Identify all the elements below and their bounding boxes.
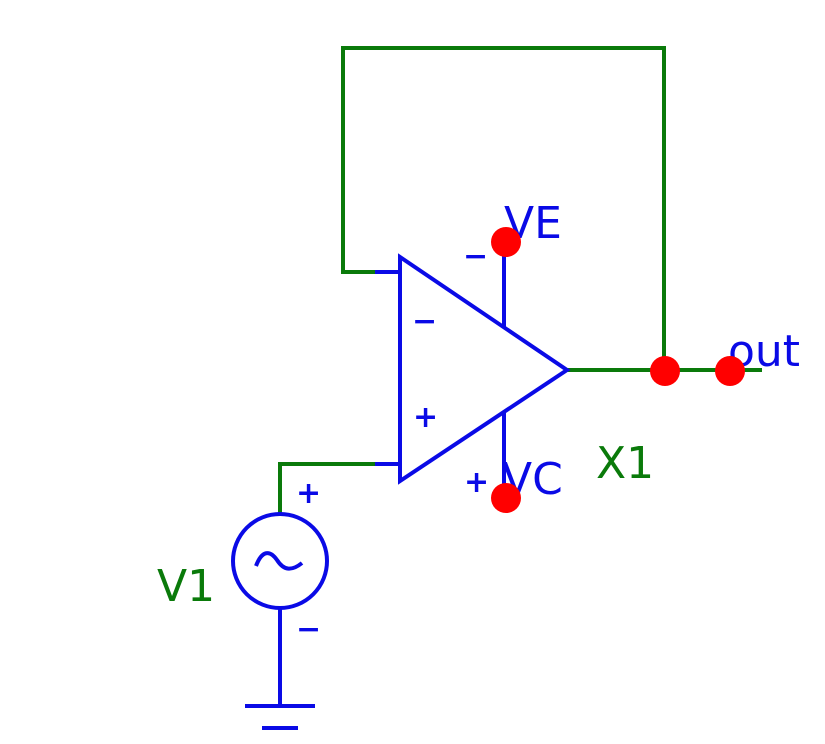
voltage-source-v1[interactable] (231, 512, 329, 706)
sine-wave-icon (254, 551, 304, 571)
wires (278, 46, 762, 513)
feedback-wire (341, 46, 666, 370)
node-ve[interactable] (491, 227, 521, 257)
source-positive-sign: + (296, 476, 321, 511)
opamp-inverting-sign: − (412, 304, 437, 339)
node-output-junction[interactable] (650, 356, 680, 386)
ground-symbol (245, 704, 315, 730)
node-out[interactable] (715, 356, 745, 386)
input-wire (278, 462, 375, 513)
label-x1: X1 (596, 438, 654, 489)
opamp-triangle (398, 253, 571, 485)
label-v1: V1 (157, 561, 215, 612)
ve-pin-sign: − (463, 239, 488, 274)
opamp-noninverting-sign: + (413, 400, 438, 435)
node-vc[interactable] (491, 483, 521, 513)
opamp-x1[interactable] (375, 243, 571, 498)
vc-pin-sign: + (464, 465, 489, 500)
nodes (491, 227, 745, 513)
source-negative-sign: − (296, 612, 321, 647)
